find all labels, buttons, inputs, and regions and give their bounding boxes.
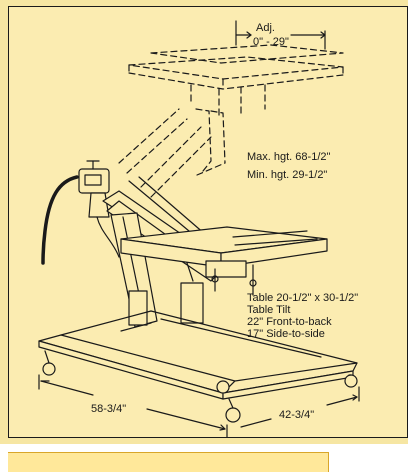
adjustment-dimension: [235, 20, 326, 50]
raised-table-dashed: [128, 44, 344, 118]
table-size-label: Table 20-1/2" x 30-1/2": [247, 292, 359, 304]
min-height-label: Min. hgt. 29-1/2": [247, 169, 328, 181]
table-tilt-label: Table Tilt: [247, 304, 291, 316]
lift-table-illustration: [38, 20, 360, 437]
lowered-table: [120, 226, 328, 296]
control-handle: [41, 160, 120, 265]
highlight-strip: [8, 452, 329, 472]
width-dimension-label: 42-3/4": [279, 409, 315, 421]
tilt-side-label: 17" Side-to-side: [247, 328, 325, 340]
max-height-label: Max. hgt. 68-1/2": [247, 151, 331, 163]
length-dimension-label: 58-3/4": [91, 403, 127, 415]
base-frame: [38, 310, 358, 400]
adjustment-title: Adj.: [256, 22, 275, 34]
caster-wheels: [42, 350, 358, 423]
dimension-lines: [38, 374, 360, 437]
raised-arm-dashed: [118, 108, 226, 198]
tilt-front-label: 22" Front-to-back: [247, 316, 332, 328]
diagram-frame: Adj. 0" - 29" Max. hgt. 68-1/2" Min. hgt…: [8, 6, 408, 438]
adjustment-range: 0" - 29": [253, 36, 289, 48]
